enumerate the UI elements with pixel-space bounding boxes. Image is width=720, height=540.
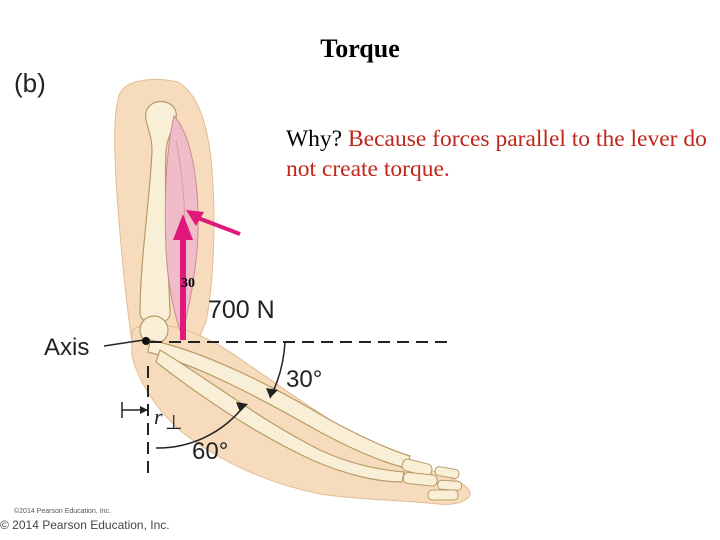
page-title: Torque bbox=[320, 34, 400, 63]
hand-bones bbox=[401, 458, 463, 501]
axis-dot bbox=[142, 337, 150, 345]
axis-pointer bbox=[103, 339, 145, 347]
perpendicular-symbol: ⊥ bbox=[165, 412, 183, 434]
ulna-bone bbox=[155, 349, 405, 483]
explanation-text: Why? Because forces parallel to the leve… bbox=[286, 124, 716, 184]
axis-label: Axis bbox=[44, 334, 90, 361]
r-label: r bbox=[154, 404, 163, 429]
pointer-arrow bbox=[197, 216, 241, 236]
angle-30-label: 30° bbox=[286, 366, 323, 393]
angle-60-label: 60° bbox=[192, 438, 229, 465]
pointer-arrow-head bbox=[186, 210, 204, 226]
explanation-highlight: Because forces parallel to the lever do … bbox=[286, 126, 707, 182]
small-angle-label: 30 bbox=[181, 276, 195, 291]
panel-label: (b) bbox=[14, 68, 46, 98]
image-credit: ©2014 Pearson Education, Inc. bbox=[14, 508, 111, 515]
copyright-notice: © 2014 Pearson Education, Inc. bbox=[0, 518, 170, 532]
explanation-prefix: Why? bbox=[286, 126, 348, 152]
force-label: 700 N bbox=[208, 296, 275, 324]
angle-60-arc bbox=[155, 405, 245, 449]
force-arrow-head bbox=[173, 214, 193, 240]
